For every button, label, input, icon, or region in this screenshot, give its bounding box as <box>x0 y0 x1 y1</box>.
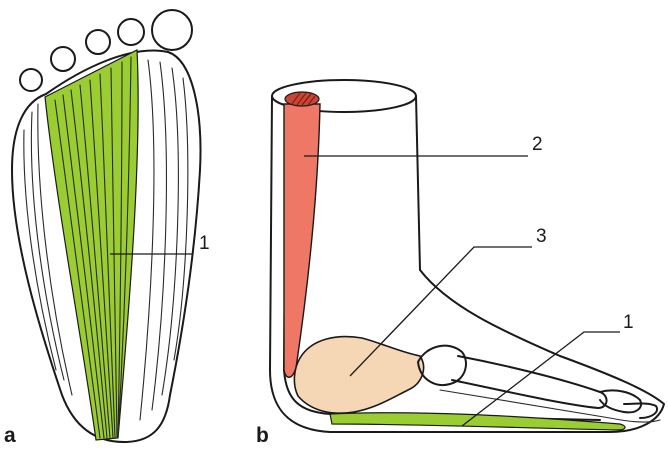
callout-label-1-a: 1 <box>199 233 210 254</box>
callout-label-2: 2 <box>532 134 543 155</box>
toe-3 <box>86 30 110 54</box>
leader-1-b <box>462 332 620 426</box>
toe-2 <box>118 19 144 45</box>
callout-label-1-b: 1 <box>623 312 634 333</box>
achilles-tendon <box>284 104 320 377</box>
panel-label-b: b <box>256 424 269 447</box>
medial-band-lines <box>140 60 188 420</box>
calcaneus <box>294 337 423 414</box>
panel-a-foot-sole: 1 a <box>4 10 210 447</box>
panel-label-a: a <box>4 424 16 447</box>
plantar-fascia-side <box>330 413 625 430</box>
panel-b-foot-side: 2 3 1 b <box>256 80 664 447</box>
toe-4 <box>51 47 75 71</box>
callout-label-3: 3 <box>536 226 547 247</box>
toe-big <box>152 10 192 50</box>
foot-bones <box>418 346 660 423</box>
toe-5 <box>20 69 42 91</box>
